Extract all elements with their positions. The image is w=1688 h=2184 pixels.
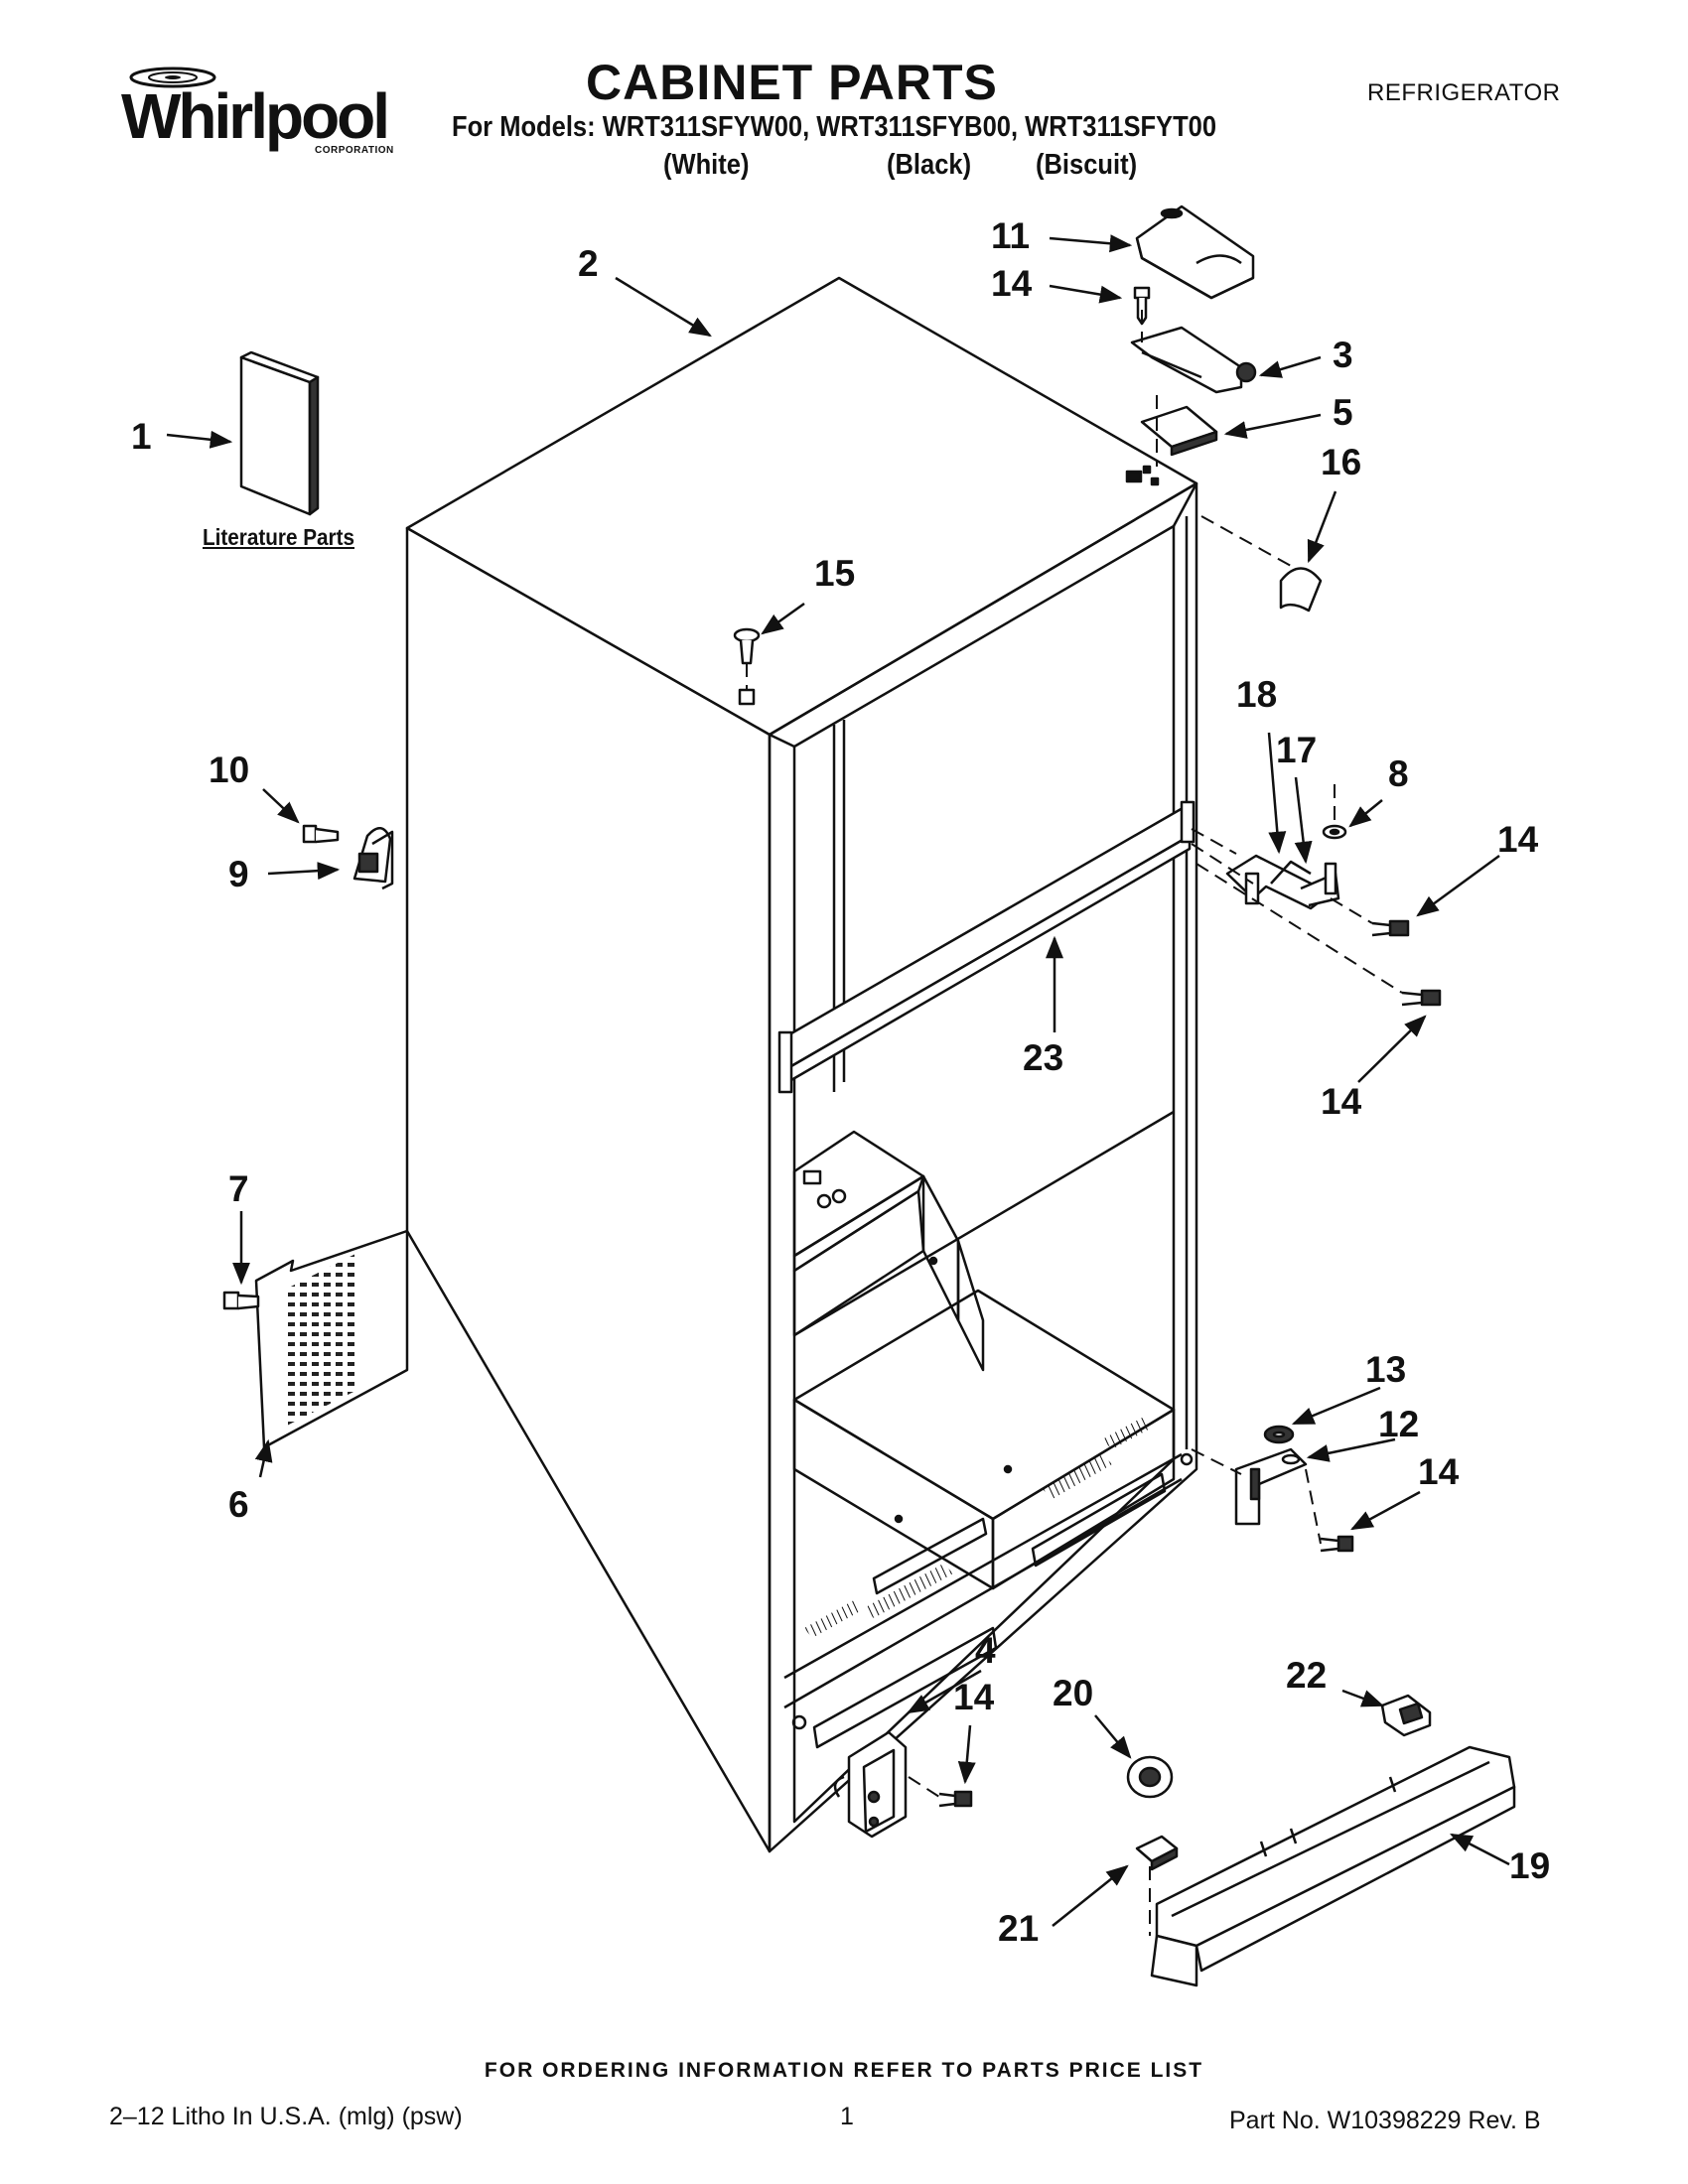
callout-4: 4 [975, 1630, 996, 1671]
callout-9: 9 [228, 854, 249, 894]
callout-22: 22 [1286, 1655, 1327, 1696]
alignment-lines [746, 310, 1403, 1936]
callout-12: 12 [1378, 1404, 1419, 1444]
bottom-hinge-screw [1320, 1535, 1354, 1553]
callout-11: 11 [991, 215, 1030, 256]
appliance-category: REFRIGERATOR [1367, 79, 1561, 106]
callout-10: 10 [209, 750, 249, 790]
hinge-shim [1140, 405, 1218, 457]
panel-screw [222, 1291, 260, 1310]
top-hinge [1130, 326, 1257, 394]
callout-3: 3 [1333, 335, 1353, 375]
grille-clip [1380, 1694, 1432, 1737]
ordering-note: FOR ORDERING INFORMATION REFER TO PARTS … [484, 2059, 1204, 2082]
leveling-leg-bracket [833, 1730, 908, 1839]
leveling-cam [352, 827, 394, 890]
color-biscuit: (Biscuit) [1036, 149, 1138, 181]
rear-access-panel [254, 1229, 409, 1449]
callout-14-center-lower: 14 [1321, 1081, 1362, 1122]
callout-14-top: 14 [991, 263, 1033, 304]
center-hinge-screw-2 [1401, 989, 1442, 1007]
cam-screw [302, 824, 340, 844]
base-grille [1150, 1745, 1516, 1987]
callout-15: 15 [814, 553, 855, 594]
center-hinge-washer [1322, 824, 1347, 840]
callout-18: 18 [1236, 674, 1277, 715]
callout-17: 17 [1276, 730, 1317, 770]
literature-parts-label: Literature Parts [203, 524, 355, 550]
top-hinge-cover [1135, 205, 1255, 300]
color-white: (White) [663, 149, 750, 181]
callout-21: 21 [998, 1908, 1039, 1949]
model-list: For Models: WRT311SFYW00, WRT311SFYB00, … [452, 111, 1217, 143]
callout-8: 8 [1388, 753, 1409, 794]
center-hinge [1225, 854, 1340, 910]
color-black: (Black) [887, 149, 972, 181]
bottom-hinge-washer [1263, 1425, 1295, 1444]
callout-23: 23 [1023, 1037, 1063, 1078]
callout-14-bottom-hinge: 14 [1418, 1451, 1460, 1492]
leader-arrows [166, 234, 1510, 1927]
logo-swirl-icon [129, 67, 216, 88]
callout-labels: 1 2 3 4 5 6 7 8 9 10 11 12 13 14 14 14 1… [131, 215, 1550, 1949]
callout-13: 13 [1365, 1349, 1406, 1390]
callout-14-bracket: 14 [953, 1677, 995, 1717]
litho-info: 2–12 Litho In U.S.A. (mlg) (psw) [109, 2103, 463, 2130]
bracket-screw [938, 1790, 973, 1808]
front-roller [1126, 1755, 1174, 1799]
callout-19: 19 [1509, 1845, 1550, 1886]
page-number: 1 [840, 2103, 854, 2130]
callout-2: 2 [578, 243, 599, 284]
page-title: CABINET PARTS [586, 55, 998, 110]
bottom-hinge [1234, 1447, 1308, 1526]
callout-5: 5 [1333, 392, 1353, 433]
logo-wordmark: Whirlpool [121, 80, 390, 152]
part-number: Part No. W10398229 Rev. B [1229, 2107, 1541, 2134]
whirlpool-logo: Whirlpool CORPORATION [111, 64, 393, 163]
grille-retainer [1135, 1835, 1179, 1871]
refrigerator-cabinet [405, 276, 1198, 1853]
callout-16: 16 [1321, 442, 1361, 482]
hinge-cap [1279, 567, 1323, 613]
literature-booklet [239, 350, 320, 516]
center-hinge-screw-1 [1371, 919, 1410, 937]
callout-1: 1 [131, 416, 152, 457]
callout-6: 6 [228, 1484, 249, 1525]
callout-7: 7 [228, 1168, 249, 1209]
callout-14-center-upper: 14 [1497, 819, 1539, 860]
callout-20: 20 [1053, 1673, 1093, 1713]
logo-corporation: CORPORATION [315, 145, 394, 156]
